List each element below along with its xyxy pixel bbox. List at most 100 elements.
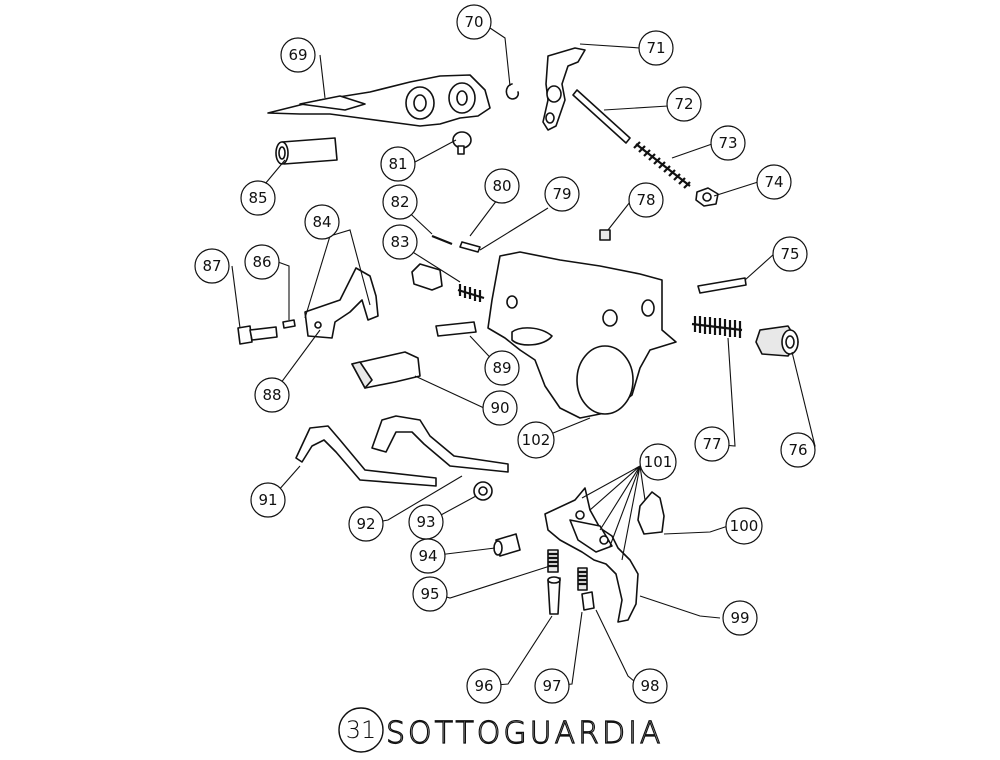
callout-72: 72 [666,86,702,122]
part-90 [351,351,421,389]
callout-88: 88 [254,377,290,413]
part-94 [493,533,521,557]
svg-text:72: 72 [674,95,693,113]
part-82 [431,234,453,246]
svg-text:98: 98 [640,677,659,695]
diagram-title: 31 SOTTOGUARDIA [338,707,663,753]
callout-100: 100 [725,507,763,545]
svg-text:102: 102 [522,431,551,449]
part-71 [542,47,586,131]
callout-84: 84 [304,204,340,240]
part-84 [304,267,379,339]
svg-text:76: 76 [788,441,807,459]
part-100 [637,491,665,535]
callout-76: 76 [780,432,816,468]
part-85 [275,137,338,165]
callout-69: 69 [280,37,316,73]
part-89 [435,321,477,337]
title-number: 31 [346,716,377,744]
callout-87: 87 [194,248,230,284]
parts-drawing [237,47,799,623]
title-number-circle [338,707,384,753]
svg-text:90: 90 [490,399,509,417]
svg-text:83: 83 [390,233,409,251]
svg-text:78: 78 [636,191,655,209]
part-92 [371,415,509,473]
part-83-spring [457,284,485,302]
part-73 [633,141,691,189]
svg-text:88: 88 [262,386,281,404]
part-80 [459,241,481,253]
part-78 [599,229,611,241]
svg-text:89: 89 [492,359,511,377]
part-83 [411,263,443,291]
svg-text:81: 81 [388,155,407,173]
svg-text:99: 99 [730,609,749,627]
callout-73: 73 [710,125,746,161]
callout-71: 71 [638,30,674,66]
svg-text:92: 92 [356,515,375,533]
svg-text:79: 79 [552,185,571,203]
svg-text:84: 84 [312,213,331,231]
callout-95: 95 [412,576,448,612]
svg-text:80: 80 [492,177,511,195]
part-87 [237,325,278,345]
svg-text:73: 73 [718,134,737,152]
svg-text:74: 74 [764,173,783,191]
callout-94: 94 [410,538,446,574]
callout-82: 82 [382,184,418,220]
part-102 [487,251,677,419]
svg-text:87: 87 [202,257,221,275]
svg-text:75: 75 [780,245,799,263]
callout-labels: 69 70 71 72 73 74 75 76 77 78 79 80 81 8… [194,4,816,704]
part-97-98 [577,567,595,611]
callout-97: 97 [534,668,570,704]
part-99-101-trigger-group [544,487,639,623]
part-72 [572,89,631,144]
callout-83: 83 [382,224,418,260]
svg-text:69: 69 [288,46,307,64]
svg-text:71: 71 [646,39,665,57]
part-91 [295,425,437,487]
part-74 [695,187,719,207]
part-96 [547,576,561,615]
svg-text:70: 70 [464,13,483,31]
callout-92: 92 [348,506,384,542]
callout-70: 70 [456,4,492,40]
part-70 [505,83,520,100]
svg-text:101: 101 [644,453,673,471]
callout-74: 74 [756,164,792,200]
part-69 [267,74,491,127]
svg-text:77: 77 [702,435,721,453]
title-text: SOTTOGUARDIA [386,716,663,751]
part-76 [755,325,799,357]
svg-text:91: 91 [258,491,277,509]
svg-text:96: 96 [474,677,493,695]
part-77 [691,316,743,338]
callout-85: 85 [240,180,276,216]
callout-79: 79 [544,176,580,212]
callout-91: 91 [250,482,286,518]
callout-102: 102 [517,421,555,459]
callout-101: 101 [639,443,677,481]
callout-96: 96 [466,668,502,704]
callout-89: 89 [484,350,520,386]
part-75 [697,277,747,294]
callout-98: 98 [632,668,668,704]
svg-text:85: 85 [248,189,267,207]
part-93 [473,481,493,501]
part-95 [547,549,559,573]
part-81 [452,131,472,155]
part-86 [282,319,296,329]
svg-text:93: 93 [416,513,435,531]
svg-text:97: 97 [542,677,561,695]
svg-text:82: 82 [390,193,409,211]
svg-text:100: 100 [730,517,759,535]
callout-78: 78 [628,182,664,218]
callout-90: 90 [482,390,518,426]
svg-text:94: 94 [418,547,437,565]
callout-99: 99 [722,600,758,636]
callout-77: 77 [694,426,730,462]
callout-75: 75 [772,236,808,272]
